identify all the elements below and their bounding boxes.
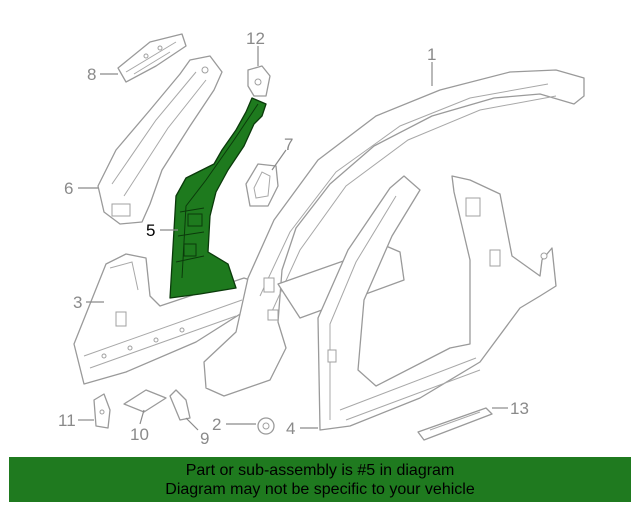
callout-3: 3 (73, 293, 82, 312)
info-banner: Part or sub-assembly is #5 in diagram Di… (9, 457, 631, 502)
part-10[interactable] (123, 389, 167, 413)
callout-1: 1 (427, 45, 436, 64)
callout-5: 5 (146, 221, 155, 240)
callouts: 1 2 3 4 5 6 7 8 9 10 11 12 13 (58, 29, 529, 448)
callout-12: 12 (246, 29, 265, 48)
callout-8: 8 (87, 65, 96, 84)
part-4[interactable] (317, 175, 557, 431)
part-2[interactable] (257, 417, 275, 435)
callout-10: 10 (130, 425, 149, 444)
callout-11: 11 (58, 411, 76, 430)
part-13[interactable] (417, 407, 493, 441)
part-3[interactable] (73, 253, 263, 385)
banner-line-1: Part or sub-assembly is #5 in diagram (185, 462, 455, 479)
callout-2: 2 (212, 415, 221, 434)
part-11[interactable] (93, 393, 111, 429)
part-5-highlighted[interactable] (169, 97, 267, 299)
part-12[interactable] (247, 65, 271, 97)
part-8[interactable] (117, 33, 187, 83)
callout-6: 6 (64, 179, 73, 198)
parts-diagram: 1 2 3 4 5 6 7 8 9 10 11 12 13 (58, 29, 585, 448)
callout-4: 4 (286, 419, 295, 438)
part-6[interactable] (97, 55, 223, 225)
part-7[interactable] (245, 163, 279, 207)
callout-9: 9 (200, 429, 209, 448)
callout-7: 7 (284, 135, 293, 154)
leader-lines (78, 46, 508, 431)
callout-13: 13 (510, 399, 529, 418)
banner-line-2: Diagram may not be specific to your vehi… (165, 481, 475, 498)
part-9[interactable] (169, 389, 191, 421)
